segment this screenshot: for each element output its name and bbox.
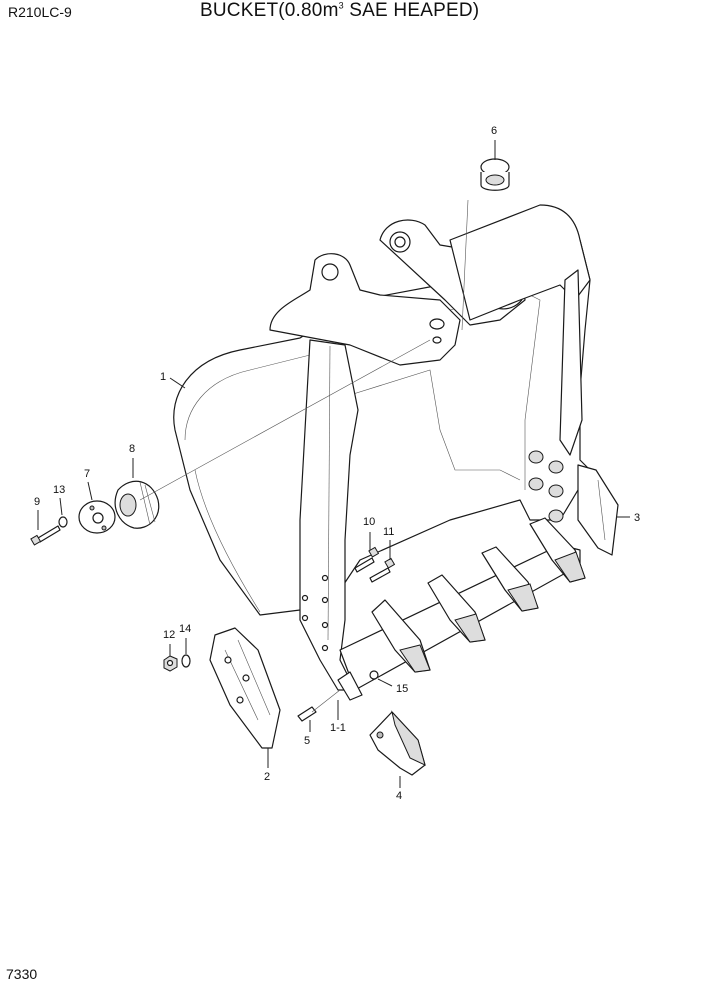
leader-lines [37, 140, 630, 788]
callout-1: 1 [160, 371, 166, 383]
nut-12 [163, 655, 178, 672]
callout-12: 12 [163, 629, 175, 641]
bolt-11 [369, 557, 396, 583]
callout-6: 6 [491, 125, 497, 137]
callout-11: 11 [383, 526, 394, 538]
callout-1-1: 1-1 [330, 722, 346, 734]
title-main: BUCKET(0.80m [200, 0, 339, 21]
callout-3: 3 [634, 512, 640, 524]
callout-10: 10 [363, 516, 375, 528]
washer-14 [181, 654, 191, 668]
callout-5: 5 [304, 735, 310, 747]
callout-13: 13 [53, 484, 65, 496]
washer-13 [58, 516, 68, 528]
callout-8: 8 [129, 443, 135, 455]
callout-9: 9 [34, 496, 40, 508]
callout-15: 15 [396, 683, 408, 695]
callout-14: 14 [179, 623, 191, 635]
page-number: 7330 [6, 966, 38, 982]
side-bolts [528, 450, 564, 523]
bushing [480, 158, 510, 191]
shim-plate [78, 500, 116, 534]
model-label: R210LC-9 [8, 4, 72, 20]
bolt-10 [354, 546, 380, 573]
callout-7: 7 [84, 468, 90, 480]
page-title: BUCKET(0.80m3 SAE HEAPED) [200, 0, 479, 22]
title-rest: SAE HEAPED) [343, 0, 480, 21]
title-superscript: 3 [338, 0, 344, 11]
side-cutter-left [209, 627, 281, 749]
washer-15 [369, 670, 379, 680]
callout-labels: 6 1 8 7 13 9 10 11 3 12 14 15 1-1 5 2 4 [34, 125, 640, 802]
pin [297, 706, 317, 722]
bucket-teeth [337, 517, 586, 701]
tooth-tip [369, 710, 426, 776]
callout-2: 2 [264, 771, 270, 783]
callout-4: 4 [396, 790, 402, 802]
bolt-9 [30, 525, 61, 546]
side-cutter-right [577, 464, 619, 556]
boss-ring [114, 480, 160, 529]
